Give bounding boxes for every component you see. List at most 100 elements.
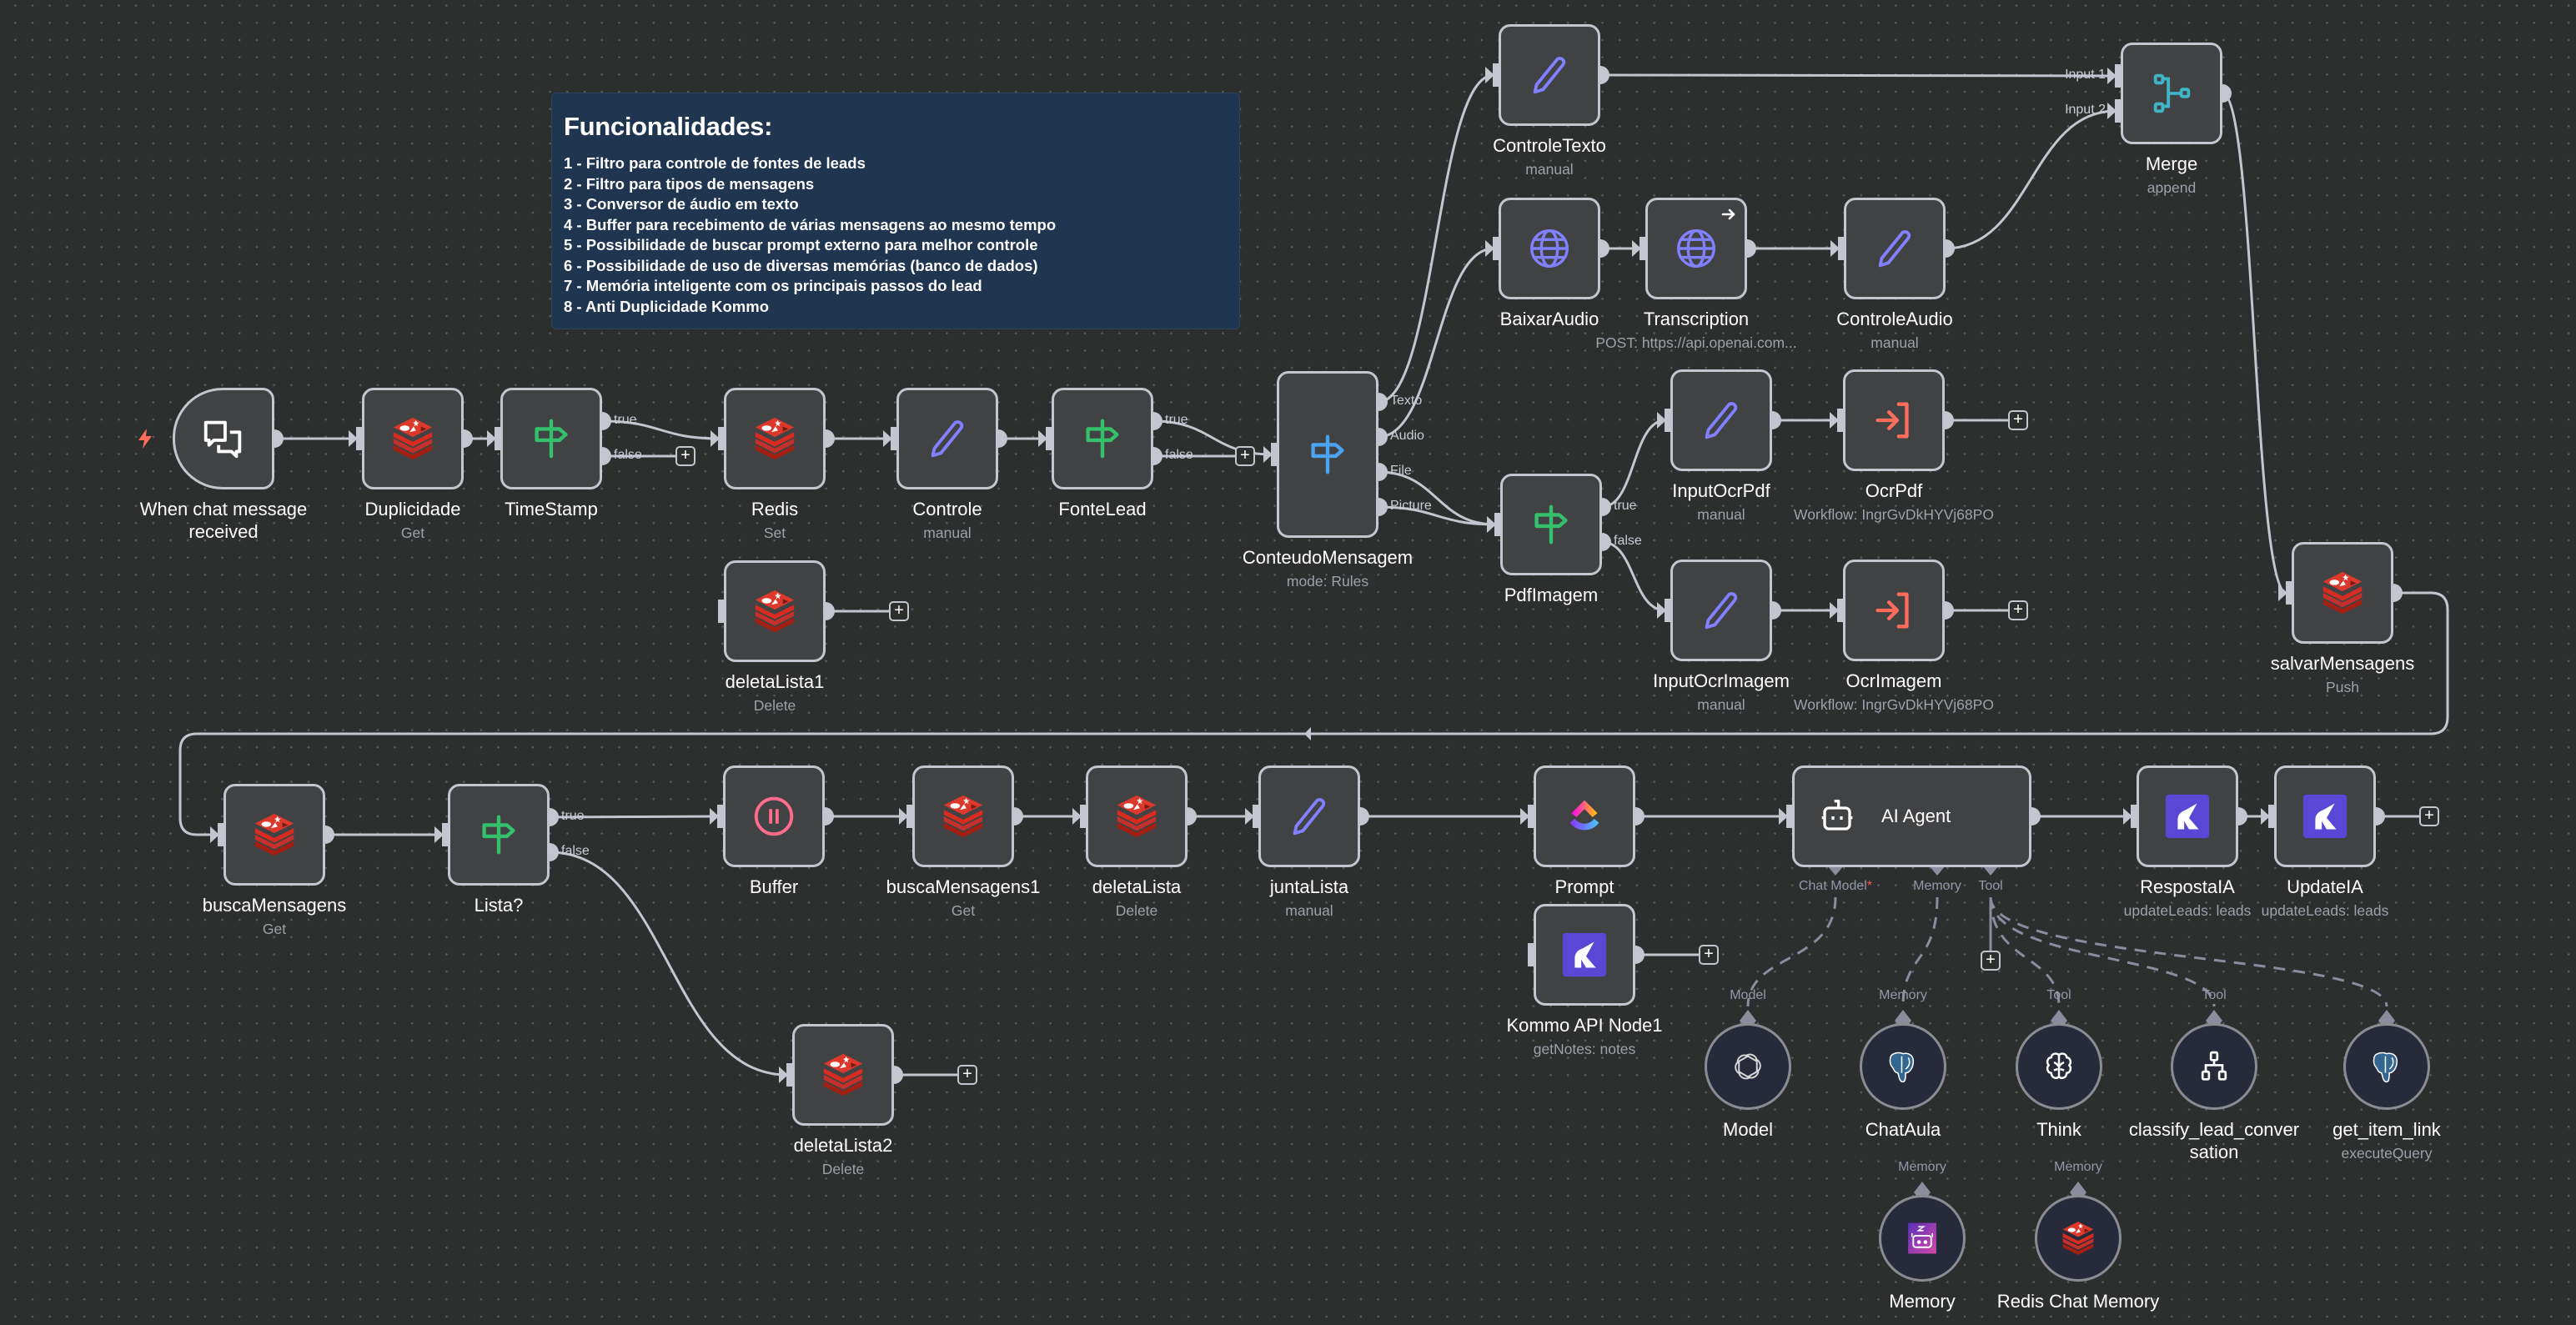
node-inputocrimagem[interactable] bbox=[1670, 560, 1772, 661]
input-handle[interactable] bbox=[718, 600, 726, 623]
add-node-button[interactable]: + bbox=[1235, 446, 1255, 466]
node-transcription[interactable] bbox=[1645, 198, 1747, 299]
input-handle[interactable] bbox=[1080, 805, 1088, 828]
connection-edge[interactable] bbox=[2222, 92, 2287, 595]
add-node-button[interactable]: + bbox=[1981, 951, 2001, 971]
input-handle[interactable] bbox=[1528, 805, 1536, 828]
node-redischatmemory[interactable] bbox=[2035, 1195, 2122, 1282]
node-deletalista1[interactable] bbox=[724, 560, 826, 662]
node-ocrpdf[interactable] bbox=[1843, 369, 1945, 471]
input-handle[interactable] bbox=[442, 823, 450, 846]
connection-edge[interactable] bbox=[1378, 247, 1494, 439]
node-memory[interactable] bbox=[1879, 1195, 1966, 1282]
input-handle[interactable] bbox=[1493, 237, 1501, 260]
input-handle[interactable] bbox=[2115, 99, 2123, 123]
node-chataula[interactable] bbox=[1860, 1023, 1946, 1110]
add-node-button[interactable]: + bbox=[2008, 410, 2028, 430]
input-handle[interactable] bbox=[891, 427, 899, 450]
sub-node-edge[interactable] bbox=[1989, 896, 2061, 1007]
node-think[interactable] bbox=[2016, 1023, 2102, 1110]
input-handle[interactable] bbox=[2131, 805, 2139, 828]
node-buscamensagens[interactable] bbox=[223, 784, 325, 886]
node-salvarmensagens[interactable] bbox=[2292, 542, 2393, 644]
node-title: get_item_link bbox=[2332, 1119, 2441, 1140]
add-node-button[interactable]: + bbox=[2419, 806, 2439, 826]
node-baixaraudio[interactable] bbox=[1499, 198, 1600, 299]
connection-edge[interactable] bbox=[601, 419, 720, 440]
node-kommo1[interactable] bbox=[1534, 904, 1635, 1006]
connection-edge[interactable] bbox=[1378, 470, 1496, 526]
node-controletexto[interactable] bbox=[1499, 24, 1600, 126]
input-handle[interactable] bbox=[495, 427, 503, 450]
input-handle[interactable] bbox=[1046, 427, 1054, 450]
node-controle[interactable] bbox=[896, 388, 998, 489]
input-handle[interactable] bbox=[1271, 443, 1279, 466]
input-handle[interactable] bbox=[717, 805, 726, 828]
node-duplicidade[interactable] bbox=[362, 388, 464, 489]
connection-edge[interactable] bbox=[549, 815, 719, 819]
input-handle[interactable] bbox=[1640, 237, 1648, 260]
connection-edge[interactable] bbox=[1601, 540, 1666, 612]
node-updateia[interactable] bbox=[2274, 765, 2376, 867]
node-redis[interactable] bbox=[724, 388, 826, 489]
loop-back-edge[interactable] bbox=[178, 591, 2449, 836]
node-timestamp[interactable] bbox=[500, 388, 602, 489]
input-handle[interactable] bbox=[2268, 805, 2277, 828]
node-pdfimagem[interactable] bbox=[1500, 474, 1602, 575]
node-merge[interactable] bbox=[2121, 43, 2222, 144]
node-buscamensagens1[interactable] bbox=[912, 765, 1014, 867]
node-model[interactable] bbox=[1705, 1023, 1791, 1110]
add-node-button[interactable]: + bbox=[957, 1065, 977, 1085]
node-controleaudio[interactable] bbox=[1844, 198, 1946, 299]
connection-edge[interactable] bbox=[1378, 505, 1496, 526]
node-title: Memory bbox=[1889, 1291, 1956, 1312]
node-prompt[interactable] bbox=[1534, 765, 1635, 867]
input-handle[interactable] bbox=[786, 1063, 795, 1087]
input-handle[interactable] bbox=[906, 805, 915, 828]
node-aiagent[interactable]: AI Agent bbox=[1792, 765, 2031, 867]
connection-edge[interactable] bbox=[1599, 73, 2117, 78]
add-node-button[interactable]: + bbox=[889, 601, 909, 621]
input-handle[interactable] bbox=[1665, 409, 1673, 432]
node-deletalista[interactable] bbox=[1086, 765, 1188, 867]
sub-node-edge[interactable] bbox=[1989, 896, 2216, 1007]
input-handle[interactable] bbox=[1494, 513, 1503, 536]
sticky-note[interactable]: Funcionalidades: 1 - Filtro para control… bbox=[551, 93, 1240, 329]
node-lista[interactable] bbox=[448, 784, 550, 886]
node-buffer[interactable] bbox=[723, 765, 825, 867]
input-handle[interactable] bbox=[1665, 599, 1673, 622]
node-respostaia[interactable] bbox=[2137, 765, 2238, 867]
edge-arrowhead bbox=[487, 430, 496, 447]
add-node-button[interactable]: + bbox=[675, 446, 695, 466]
input-handle[interactable] bbox=[218, 823, 226, 846]
node-deletalista2[interactable] bbox=[792, 1024, 894, 1126]
sub-node-edge[interactable] bbox=[1746, 896, 1837, 1007]
input-handle[interactable] bbox=[1528, 943, 1536, 966]
input-handle[interactable] bbox=[1837, 599, 1845, 622]
node-juntalista[interactable] bbox=[1258, 765, 1360, 867]
input-handle[interactable] bbox=[1253, 805, 1261, 828]
add-node-button[interactable]: + bbox=[1699, 945, 1719, 965]
input-handle[interactable] bbox=[1493, 63, 1501, 87]
connection-edge[interactable] bbox=[1378, 73, 1494, 404]
input-handle[interactable] bbox=[356, 427, 364, 450]
input-handle[interactable] bbox=[2115, 64, 2123, 88]
node-chat-trigger[interactable] bbox=[173, 388, 274, 489]
input-handle[interactable] bbox=[1838, 237, 1846, 260]
add-node-button[interactable]: + bbox=[2008, 600, 2028, 620]
connection-edge[interactable] bbox=[549, 851, 788, 1077]
node-ocrimagem[interactable] bbox=[1843, 560, 1945, 661]
input-handle[interactable] bbox=[1786, 805, 1795, 828]
input-handle[interactable] bbox=[718, 427, 726, 450]
input-handle[interactable] bbox=[1837, 409, 1845, 432]
connection-edge[interactable] bbox=[1601, 419, 1666, 509]
node-getitemlink[interactable] bbox=[2343, 1023, 2430, 1110]
node-fontelead[interactable] bbox=[1052, 388, 1153, 489]
node-classify[interactable] bbox=[2171, 1023, 2257, 1110]
connection-edge[interactable] bbox=[1945, 109, 2117, 250]
sub-node-edge[interactable] bbox=[1901, 896, 1939, 1007]
node-conteudo[interactable] bbox=[1277, 371, 1378, 538]
node-inputocrpdf[interactable] bbox=[1670, 369, 1772, 471]
node-subtitle: Workflow: IngrGvDkHYVj68PO bbox=[1794, 506, 1994, 523]
input-handle[interactable] bbox=[2286, 581, 2294, 605]
